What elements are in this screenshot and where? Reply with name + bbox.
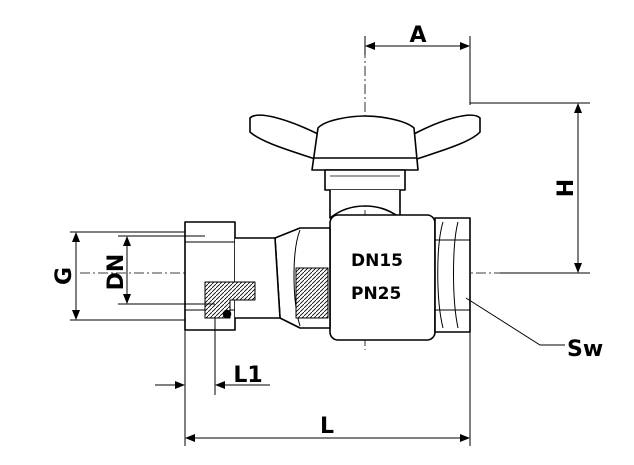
- dim-label-a: A: [409, 23, 426, 48]
- dimension-g: [70, 231, 185, 321]
- union-section-cut: [204, 281, 256, 319]
- dimension-l: [184, 332, 471, 446]
- handle-right-wing: [411, 114, 481, 161]
- body-marking-dn15: DN15: [351, 251, 403, 271]
- handle-cap: [311, 115, 419, 171]
- dimension-a: [364, 36, 471, 105]
- leader-sw: [465, 297, 565, 346]
- valve-body: [184, 114, 481, 341]
- dim-label-g: G: [52, 267, 77, 285]
- dim-label-h: H: [554, 179, 579, 197]
- dimension-dn: [118, 235, 215, 305]
- union-tailpiece: [235, 237, 281, 319]
- sw-leader-line: [465, 297, 565, 346]
- dim-label-l: L: [320, 414, 334, 439]
- handle-left-wing: [249, 114, 321, 161]
- left-connector-knurl: [295, 267, 329, 319]
- right-hex-arc-2: [453, 221, 459, 329]
- ball-housing: [329, 214, 436, 341]
- dim-label-dn: DN: [104, 254, 129, 291]
- dim-label-sw: Sw: [567, 337, 603, 362]
- dimension-h: [470, 102, 590, 274]
- dimension-l1: [155, 318, 270, 395]
- stem-neck: [329, 190, 401, 219]
- butterfly-handle: [249, 114, 481, 191]
- seal-o-ring: [222, 309, 232, 319]
- right-hex-arc-1: [437, 221, 444, 329]
- dim-label-l1: L1: [233, 363, 262, 388]
- handle-base: [324, 169, 406, 191]
- body-marking-pn25: PN25: [351, 284, 401, 304]
